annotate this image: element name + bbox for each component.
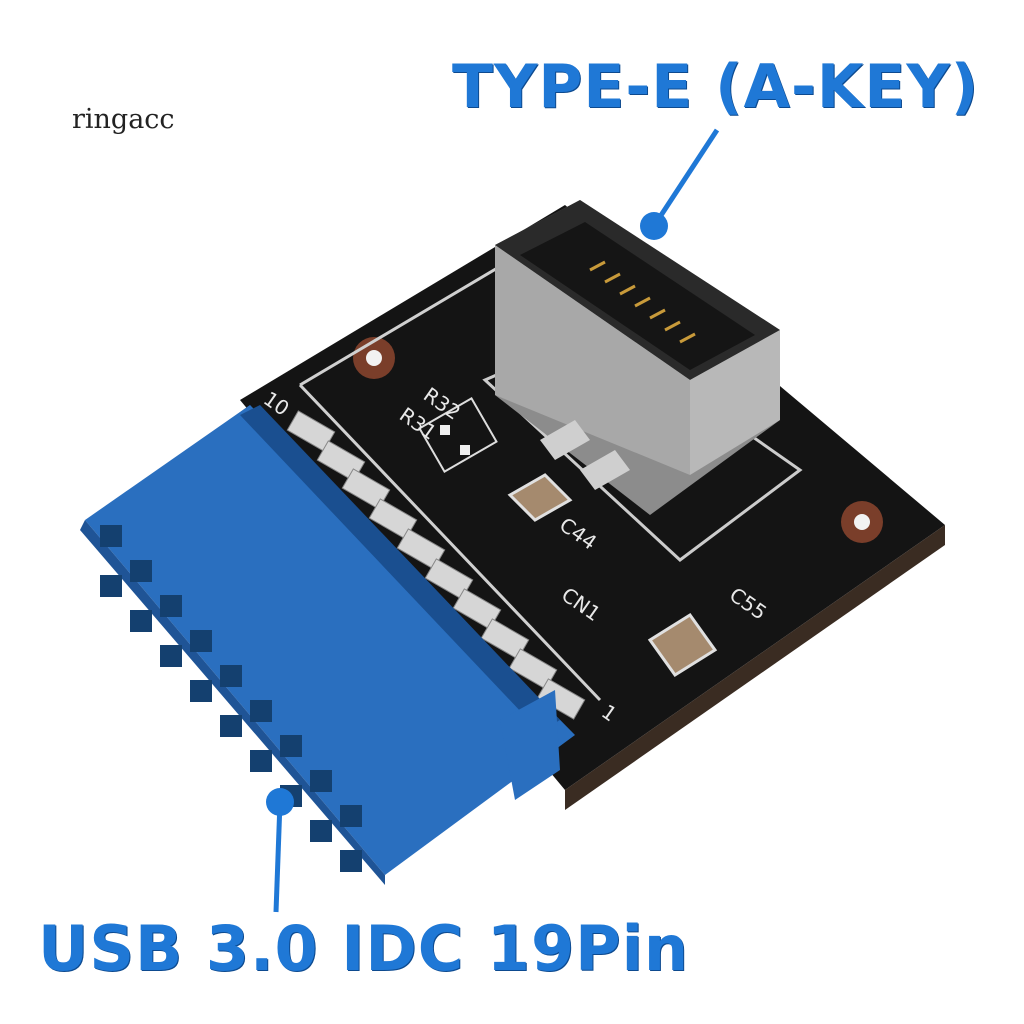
usb-idc-header (80, 405, 575, 885)
type-e-connector (495, 200, 780, 515)
resistor-pads (418, 396, 498, 474)
watermark-text: ringacc (72, 104, 175, 135)
capacitor-c55 (647, 612, 718, 678)
callout-pointer-top (640, 128, 720, 240)
header-pins (286, 410, 586, 720)
mounting-hole-left (353, 337, 395, 379)
callout-usb-idc: USB 3.0 IDC 19Pin (38, 912, 689, 985)
silkscreen-line (298, 383, 602, 702)
callout-pointer-bottom (266, 788, 294, 913)
mounting-hole-right (841, 501, 883, 543)
pcb-board (240, 205, 945, 810)
callout-type-e: TYPE-E (A-KEY) (452, 52, 980, 122)
capacitor-c44 (507, 473, 573, 522)
